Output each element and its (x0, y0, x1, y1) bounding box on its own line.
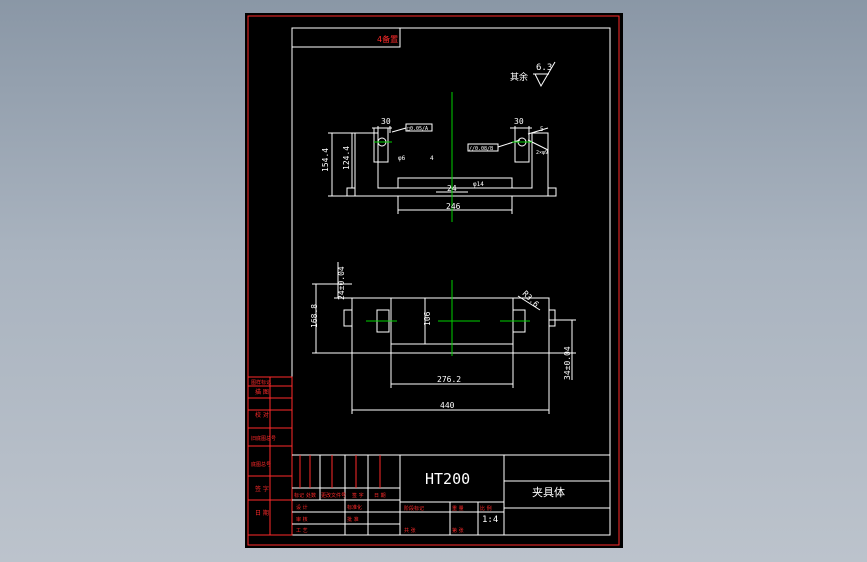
surface-finish-label: 其余 (510, 71, 528, 83)
tb-label-2: 更改文件号 (321, 492, 346, 499)
dim-34-tol: 34±0.04 (563, 346, 572, 380)
dim-168-8: 168.8 (310, 304, 319, 328)
dim-30-left: 30 (381, 117, 391, 126)
mark-phi14: φ14 (473, 181, 484, 188)
dim-276-2: 276.2 (437, 375, 461, 384)
surface-finish-symbol (534, 61, 556, 88)
title-block-grid (292, 454, 610, 535)
scale-text: 1:4 (482, 515, 498, 525)
dim-30-right: 30 (514, 117, 524, 126)
tb-label-1: 处数 (306, 492, 316, 499)
tb-label-7: 工 艺 (296, 528, 308, 534)
side-label-0: 图样标记 (251, 379, 271, 386)
side-label-3: 旧底图总号 (251, 435, 276, 442)
title-block-stripes (299, 455, 381, 488)
side-label-2: 校 对 (255, 411, 269, 419)
side-label-5: 签 字 (255, 485, 269, 493)
tb-label-8: 标准化 (347, 504, 362, 511)
tb-label-3: 签 字 (352, 492, 364, 499)
drawing-sheet (245, 13, 623, 548)
part-name-text: 夹具体 (532, 485, 565, 499)
side-table (247, 376, 293, 536)
dim-24-tol: 24±0.04 (337, 266, 346, 300)
tb-label-6: 审 核 (296, 516, 308, 523)
note-right-box: //0.08/B (469, 146, 493, 152)
top-note-box (291, 27, 401, 48)
tb-label-13: 共 张 (404, 527, 416, 534)
dim-106: 106 (423, 311, 432, 326)
dim-24: 24 (447, 184, 457, 193)
material-text: HT200 (425, 470, 470, 488)
tb-label-5: 设 计 (296, 504, 308, 511)
mark-2x: 2×φ9 (536, 150, 548, 156)
mark-phi6: φ6 (398, 155, 406, 162)
top-note-text: 4备置 (377, 34, 398, 44)
tb-label-11: 重 量 (452, 505, 464, 512)
tb-label-4: 日 期 (374, 493, 386, 499)
tb-label-12: 比 例 (480, 505, 492, 512)
surface-finish-value: 6.3 (536, 63, 552, 73)
side-label-4: 底图总号 (251, 461, 271, 468)
sheet-outer-border (247, 15, 620, 546)
dim-124-4: 124.4 (342, 146, 351, 170)
dim-5: 5 (540, 126, 544, 133)
tb-label-10: 阶段标记 (404, 505, 424, 512)
tb-label-14: 第 张 (452, 527, 464, 534)
drawing-frame (291, 27, 611, 536)
dim-440: 440 (440, 401, 455, 410)
tb-label-0: 标记 (294, 492, 304, 499)
side-label-1: 描 图 (255, 388, 269, 396)
dim-154-4: 154.4 (321, 148, 330, 172)
mark-4: 4 (430, 155, 434, 162)
side-label-6: 日 期 (255, 509, 269, 517)
tb-label-9: 批 准 (347, 516, 359, 523)
note-left-box: □0.05/A (407, 126, 428, 132)
dim-246: 246 (446, 202, 461, 211)
